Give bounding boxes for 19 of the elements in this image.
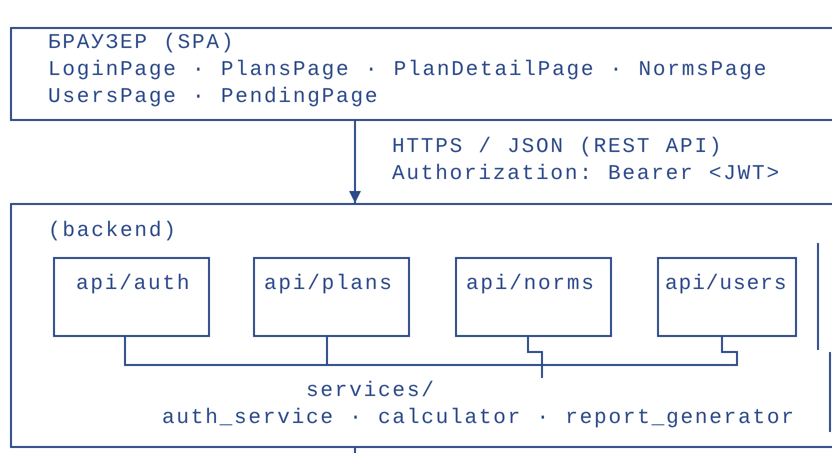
page-list: UsersPage · PendingPage xyxy=(48,84,380,111)
module-box xyxy=(657,257,797,337)
node-label: api/auth xyxy=(76,272,192,298)
heading: services/ xyxy=(306,379,436,405)
module-box xyxy=(455,257,612,337)
node-label: api/norms xyxy=(466,272,596,298)
module-box xyxy=(253,257,410,337)
node-label: api/users xyxy=(665,272,788,298)
node-label: (backend) xyxy=(48,219,178,245)
connector xyxy=(349,121,361,203)
connector xyxy=(354,448,356,453)
container-box xyxy=(10,27,832,121)
node-label: api/plans xyxy=(264,272,394,298)
heading: БРАУЗЕР (SPA) xyxy=(48,31,236,57)
page-list: LoginPage · PlansPage · PlanDetailPage · NormsPage xyxy=(48,57,768,84)
container-box xyxy=(10,203,832,448)
module-box xyxy=(53,257,210,337)
connector xyxy=(541,337,738,378)
node-text: auth_service · calculator · report_generator xyxy=(162,406,796,432)
